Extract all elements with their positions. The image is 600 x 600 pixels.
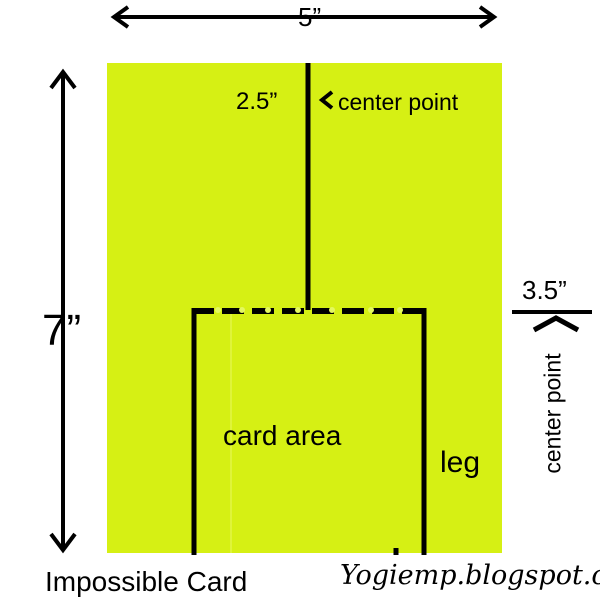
half-width-label: 2.5” — [236, 88, 278, 115]
width-arrow — [110, 5, 498, 29]
side-center-chevron-icon — [532, 315, 580, 333]
height-label: 7” — [42, 306, 82, 355]
half-height-label: 3.5” — [522, 275, 567, 305]
title-label: Impossible Card — [45, 566, 248, 597]
center-point-top-label: center point — [338, 89, 459, 115]
center-point-chevron-icon — [318, 90, 334, 110]
card-area-label: card area — [223, 420, 342, 451]
center-point-side-label: center point — [539, 353, 566, 474]
watermark: Yogiemp.blogspot.ca — [340, 560, 600, 591]
width-label: 5” — [298, 2, 322, 32]
height-arrow — [49, 68, 77, 554]
card-sheet — [107, 63, 502, 553]
leg-label: leg — [440, 446, 481, 479]
fold-dots — [215, 307, 403, 313]
